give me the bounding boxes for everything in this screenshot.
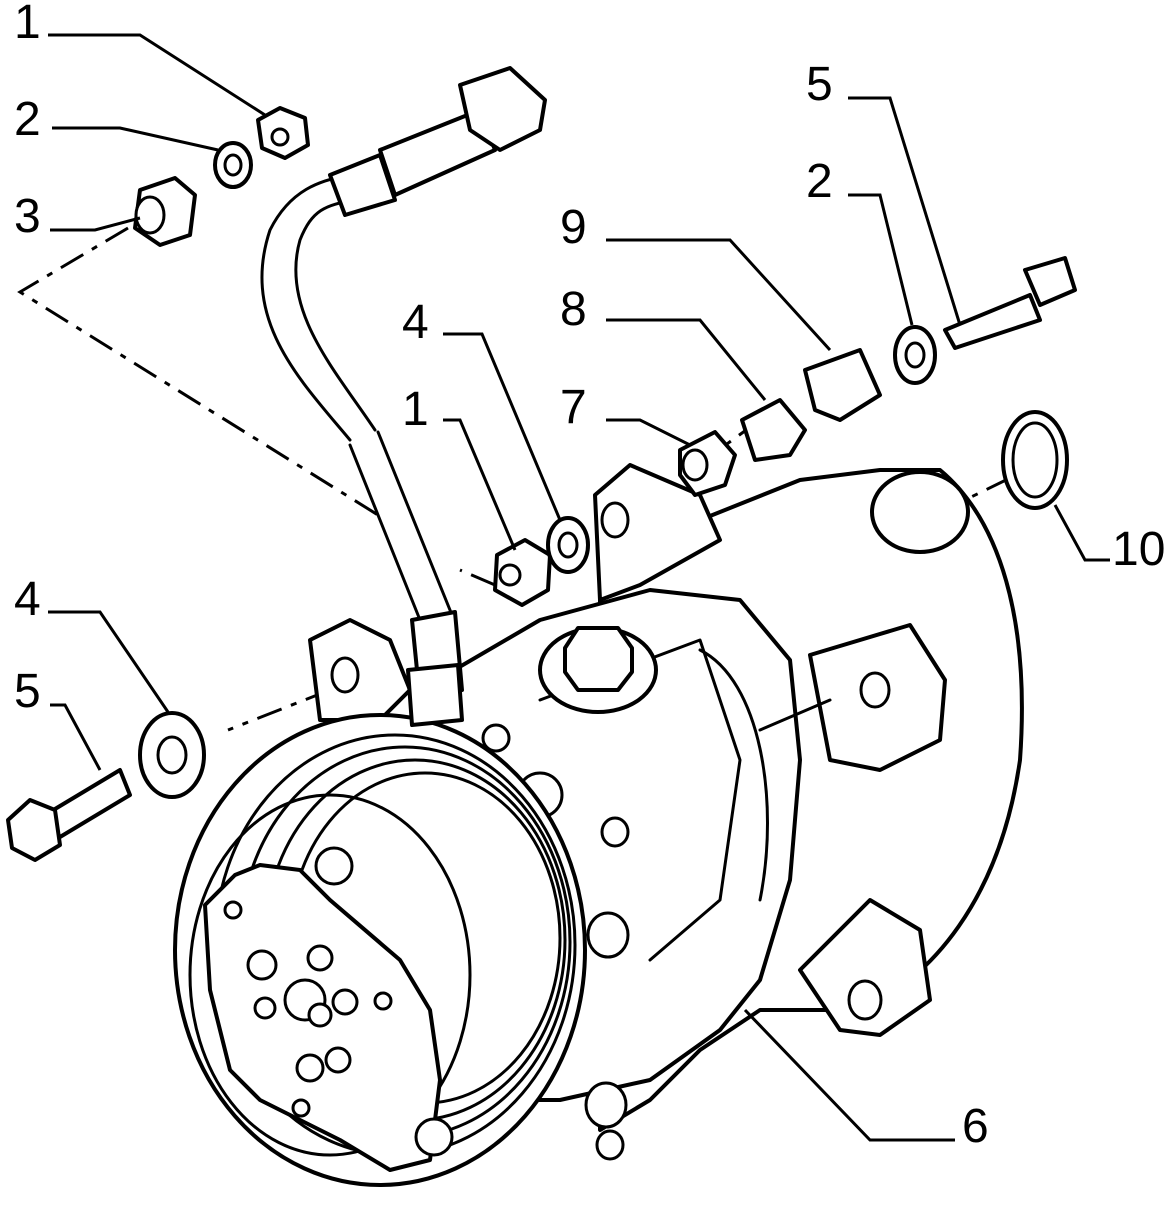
callout-3: 3 bbox=[14, 190, 41, 243]
callout-5-left: 5 bbox=[14, 665, 41, 718]
hose-assembly bbox=[260, 66, 547, 727]
callout-7: 7 bbox=[560, 381, 587, 434]
callout-1-top: 1 bbox=[14, 0, 41, 49]
sleeve-8 bbox=[740, 398, 807, 462]
nut-1-middle bbox=[493, 538, 552, 607]
bolt-5-right bbox=[943, 293, 1042, 350]
callout-4-middle: 4 bbox=[402, 296, 429, 349]
clutch-pulley bbox=[173, 713, 587, 1187]
leader-lines bbox=[48, 33, 1110, 1142]
callout-8: 8 bbox=[560, 283, 587, 336]
callout-5-right: 5 bbox=[806, 58, 833, 111]
callout-4-left: 4 bbox=[14, 573, 41, 626]
callout-9: 9 bbox=[560, 201, 587, 254]
callout-2-right: 2 bbox=[806, 155, 833, 208]
callout-2-left: 2 bbox=[14, 93, 41, 146]
small-parts bbox=[6, 106, 1077, 862]
callout-labels: 1 2 3 4 1 9 8 7 5 2 10 4 5 6 bbox=[14, 0, 1165, 1153]
callout-1-middle: 1 bbox=[402, 383, 429, 436]
callout-10: 10 bbox=[1112, 523, 1165, 576]
sleeve-9 bbox=[803, 348, 882, 422]
callout-6: 6 bbox=[962, 1100, 989, 1153]
